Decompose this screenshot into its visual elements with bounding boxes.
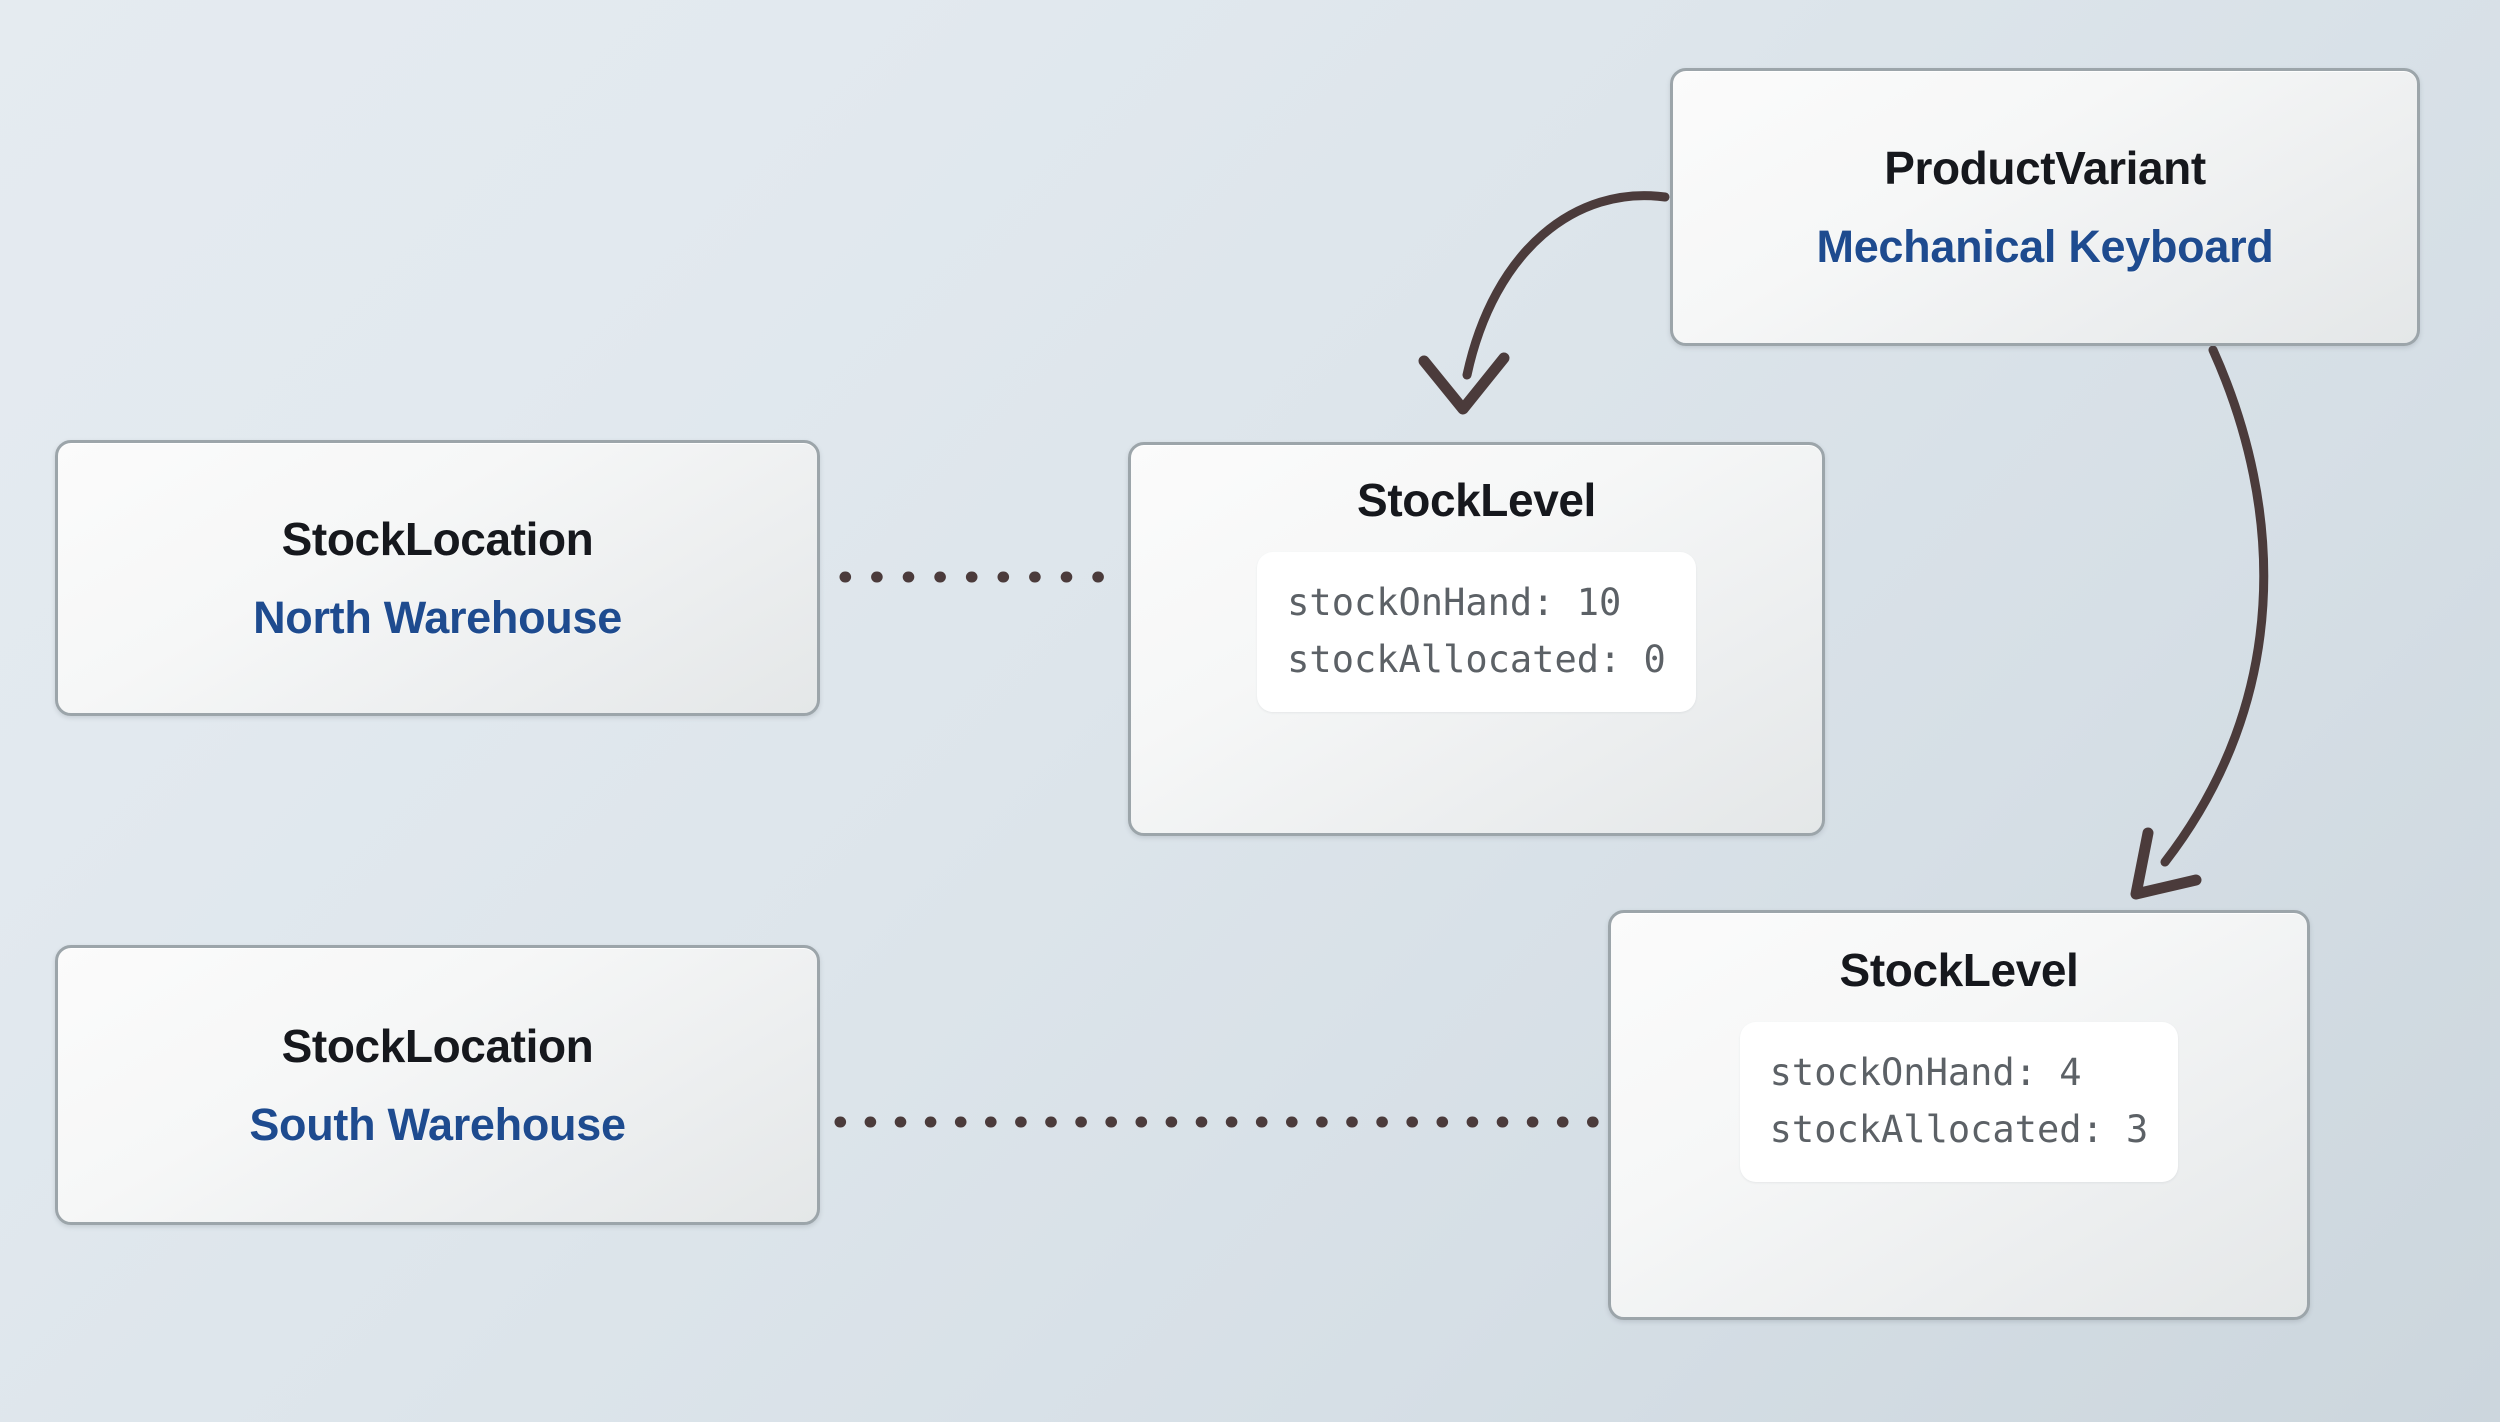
node-stock-location-north-type: StockLocation xyxy=(281,512,594,565)
stock-level-south-fields: stockOnHand: 4 stockAllocated: 3 xyxy=(1739,1021,2179,1183)
node-stock-level-north-type: StockLevel xyxy=(1357,474,1596,526)
field-stock-allocated: stockAllocated: 3 xyxy=(1769,1107,2149,1151)
node-stock-location-south-type: StockLocation xyxy=(281,1019,594,1072)
node-stock-level-south-type: StockLevel xyxy=(1839,944,2079,996)
node-product-variant-name: Mechanical Keyboard xyxy=(1816,220,2274,272)
node-stock-location-south[interactable]: StockLocation South Warehouse xyxy=(55,945,820,1225)
node-product-variant-type: ProductVariant xyxy=(1884,141,2206,194)
stock-level-north-fields: stockOnHand: 10 stockAllocated: 0 xyxy=(1257,551,1696,713)
node-product-variant[interactable]: ProductVariant Mechanical Keyboard xyxy=(1670,68,2420,346)
node-stock-level-north[interactable]: StockLevel stockOnHand: 10 stockAllocate… xyxy=(1128,442,1825,836)
edge-variant-to-south-level xyxy=(2130,345,2269,900)
node-stock-level-south[interactable]: StockLevel stockOnHand: 4 stockAllocated… xyxy=(1608,910,2310,1320)
field-stock-allocated: stockAllocated: 0 xyxy=(1287,637,1666,681)
field-stock-on-hand: stockOnHand: 10 xyxy=(1287,580,1622,624)
field-stock-on-hand: stockOnHand: 4 xyxy=(1769,1050,2082,1094)
node-stock-location-south-name: South Warehouse xyxy=(249,1098,626,1150)
node-stock-location-north-name: North Warehouse xyxy=(253,591,622,643)
edge-variant-to-north-level xyxy=(1418,191,1670,415)
node-stock-location-north[interactable]: StockLocation North Warehouse xyxy=(55,440,820,716)
